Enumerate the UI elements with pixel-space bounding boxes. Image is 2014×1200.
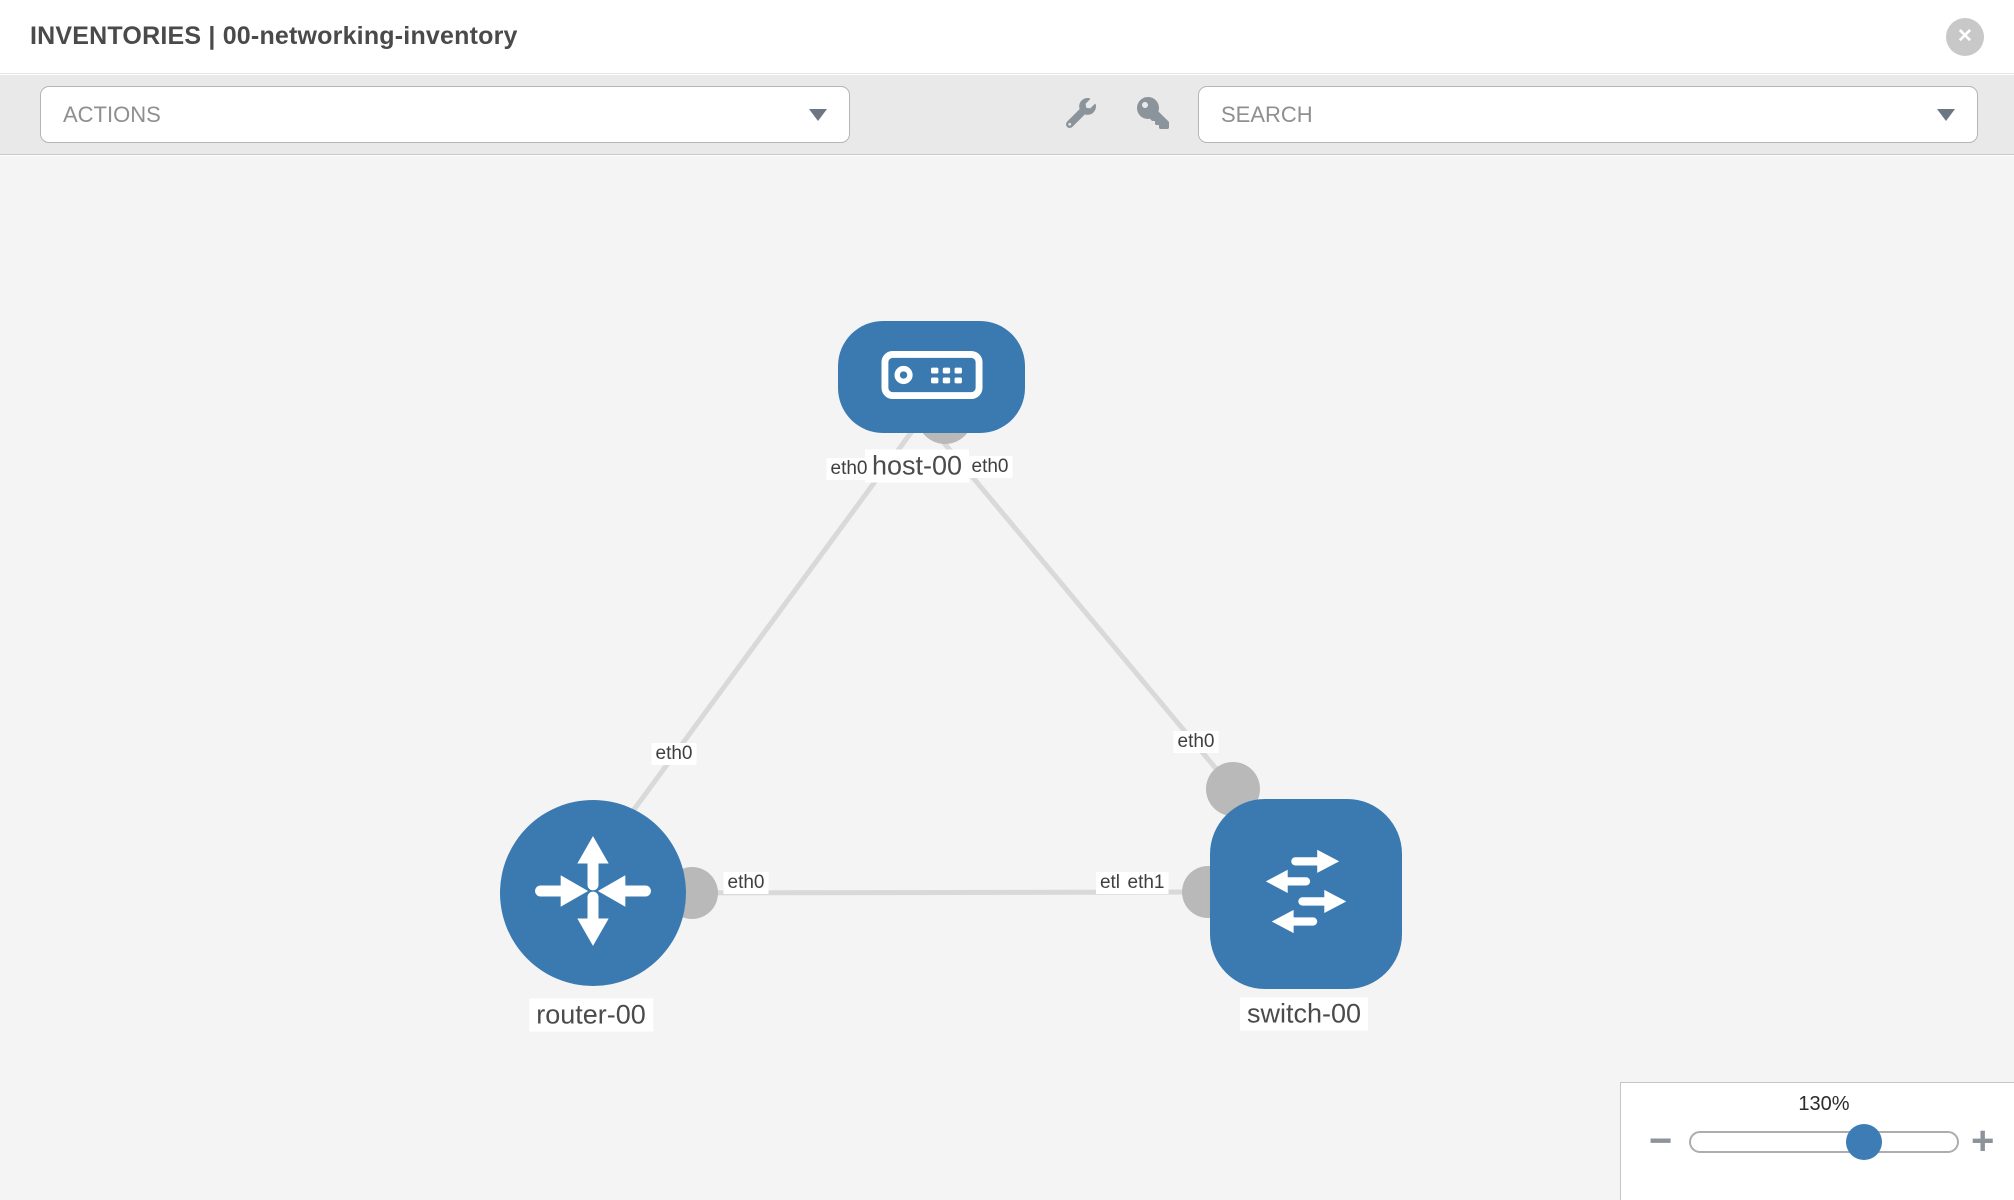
interface-label-occluded-fragment: etl (1095, 872, 1125, 894)
zoom-in-button[interactable]: + (1971, 1119, 1995, 1163)
page-title: INVENTORIES | 00-networking-inventory (30, 22, 518, 50)
toolbar-icons (1062, 96, 1172, 134)
node-label-switch-00: switch-00 (1239, 997, 1369, 1031)
close-icon: ✕ (1957, 26, 1973, 47)
node-router-00[interactable] (500, 800, 686, 986)
search-dropdown[interactable]: SEARCH (1198, 86, 1978, 143)
zoom-slider-track[interactable] (1689, 1131, 1959, 1153)
actions-dropdown-label: ACTIONS (63, 101, 161, 127)
interface-label-link-router-side: eth0 (723, 872, 769, 894)
chevron-down-icon (809, 108, 827, 121)
node-label-router-00: router-00 (529, 998, 653, 1032)
search-dropdown-label: SEARCH (1221, 101, 1313, 127)
links-layer (566, 388, 1260, 919)
zoom-panel: 130% − + (1620, 1082, 2014, 1200)
toolbar: ACTIONS SEARCH (0, 75, 2014, 155)
close-button[interactable]: ✕ (1946, 17, 1984, 56)
configure-button[interactable] (1062, 96, 1100, 134)
node-host-00[interactable] (838, 321, 1025, 433)
node-label-host-00: host-00 (864, 449, 970, 483)
topology-canvas[interactable]: host-00 router-00 switch-00 eth0 eth0 et… (0, 156, 2014, 1200)
zoom-out-button[interactable]: − (1649, 1119, 1673, 1163)
interface-label-switch-eth0: eth0 (1173, 731, 1219, 753)
router-arrows-icon (532, 830, 654, 957)
interface-label-router-eth0: eth0 (651, 743, 697, 765)
zoom-level-label: 130% (1798, 1093, 1850, 1115)
switch-arrows-icon (1243, 833, 1369, 956)
server-icon (880, 350, 983, 405)
wrench-icon (1065, 98, 1096, 131)
interface-label-link-switch-side: eth1 (1123, 872, 1169, 894)
link-host-switch[interactable] (922, 417, 1235, 791)
zoom-slider-thumb[interactable] (1846, 1124, 1882, 1160)
interface-label-host-eth0-left: eth0 (826, 458, 872, 480)
credentials-button[interactable] (1134, 96, 1172, 134)
page-header: INVENTORIES | 00-networking-inventory ✕ (0, 0, 2014, 74)
chevron-down-icon (1937, 108, 1955, 121)
interface-label-host-eth0-right: eth0 (967, 456, 1013, 478)
node-switch-00[interactable] (1210, 799, 1402, 989)
actions-dropdown[interactable]: ACTIONS (40, 86, 850, 143)
key-icon (1137, 97, 1169, 132)
